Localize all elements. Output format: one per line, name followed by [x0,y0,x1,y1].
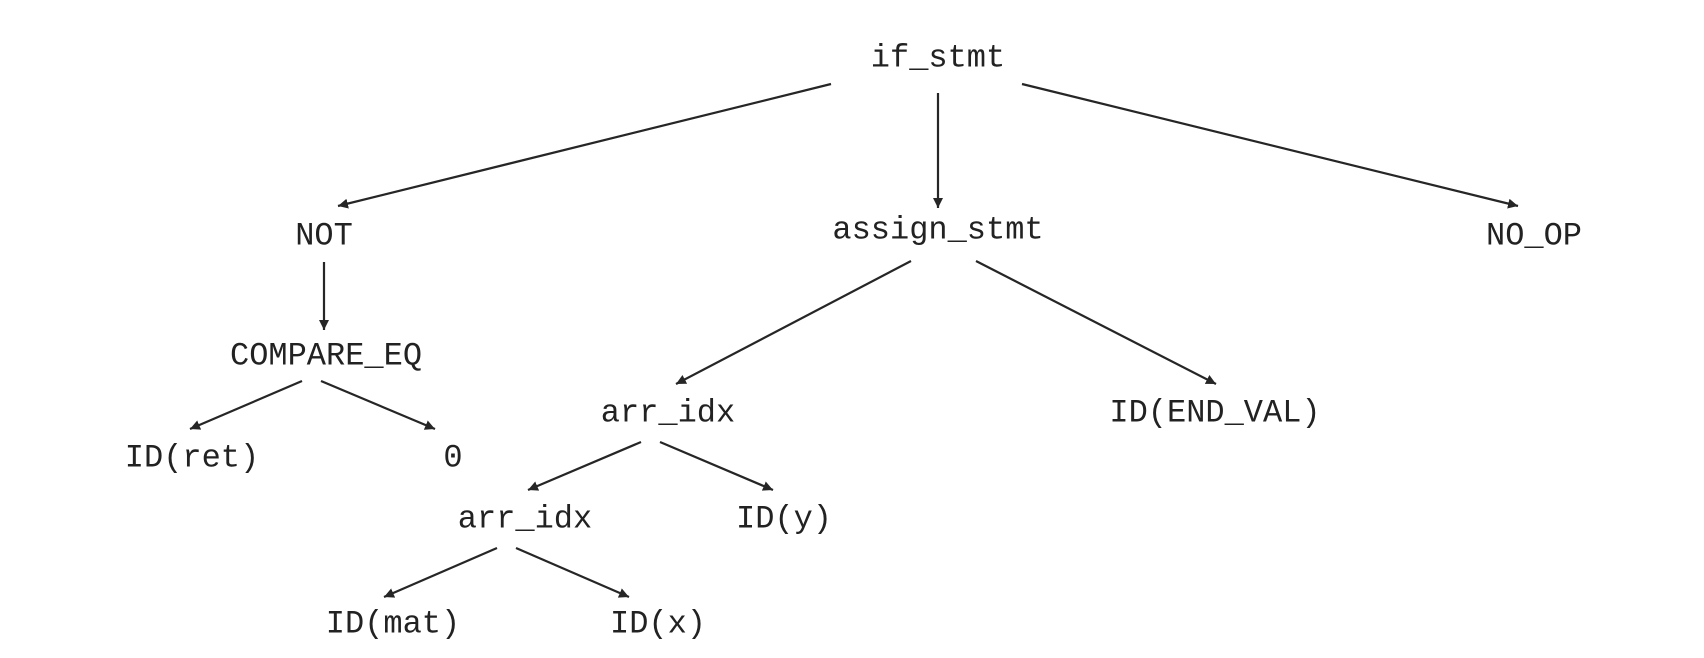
node-id-end-val: ID(END_VAL) [1109,394,1320,431]
edge-compare_eq-to-zero [320,379,436,431]
node-id-ret: ID(ret) [125,439,259,476]
edge-arr_idx_outer-to-arr_idx_inner [527,440,642,492]
node-id-y: ID(y) [736,500,832,537]
node-compare-eq: COMPARE_EQ [230,337,422,374]
node-arr-idx-inner: arr_idx [458,500,592,537]
edge-assign_stmt-to-arr_idx_outer [675,260,912,385]
node-zero: 0 [443,439,462,476]
node-if-stmt: if_stmt [871,39,1005,76]
edge-if_stmt-to-not [337,82,832,209]
node-id-x: ID(x) [610,605,706,642]
edge-arr_idx_inner-to-id_mat [383,546,498,599]
node-assign-stmt: assign_stmt [832,211,1043,248]
edges-layer [189,82,1519,599]
edge-arr_idx_outer-to-id_y [659,440,774,492]
node-no-op: NO_OP [1486,217,1582,254]
node-id-mat: ID(mat) [326,605,460,642]
edge-compare_eq-to-id_ret [189,379,303,431]
edge-assign_stmt-to-id_end_val [975,260,1217,385]
edge-arr_idx_inner-to-id_x [515,546,630,599]
edge-if_stmt-to-no_op [1021,82,1519,209]
node-not: NOT [295,217,353,254]
node-arr-idx-outer: arr_idx [601,394,735,431]
